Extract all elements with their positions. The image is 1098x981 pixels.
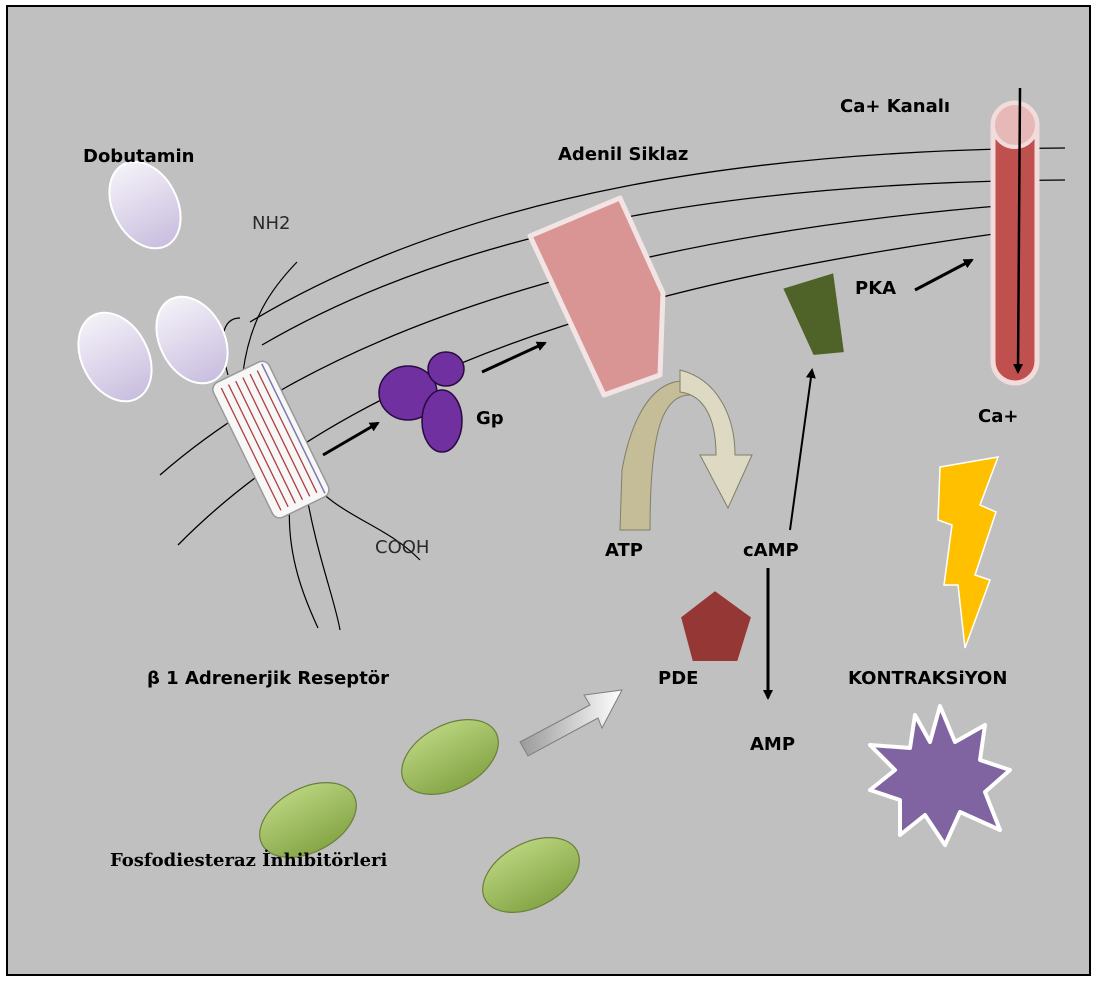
ca-channel-label: Ca+ Kanalı: [840, 96, 950, 117]
cooh-label: COOH: [375, 537, 429, 558]
ca-channel: [993, 88, 1037, 383]
gp-label: Gp: [476, 408, 504, 429]
adenyl-cyclase-label: Adenil Siklaz: [558, 144, 688, 165]
dobutamin-label: Dobutamin: [83, 146, 195, 167]
nh2-label: NH2: [252, 213, 290, 234]
contraction-label: KONTRAKSiYON: [848, 668, 1007, 689]
atp-label: ATP: [605, 540, 643, 561]
pka-label: PKA: [855, 278, 896, 299]
amp-label: AMP: [750, 734, 795, 755]
pde-label: PDE: [658, 668, 698, 689]
ca-ion-label: Ca+: [978, 406, 1018, 427]
receptor-label: β 1 Adrenerjik Reseptör: [147, 668, 389, 689]
camp-label: cAMP: [743, 540, 799, 561]
pde-inhibitors-label: Fosfodiesteraz İnhibitörleri: [110, 848, 388, 871]
